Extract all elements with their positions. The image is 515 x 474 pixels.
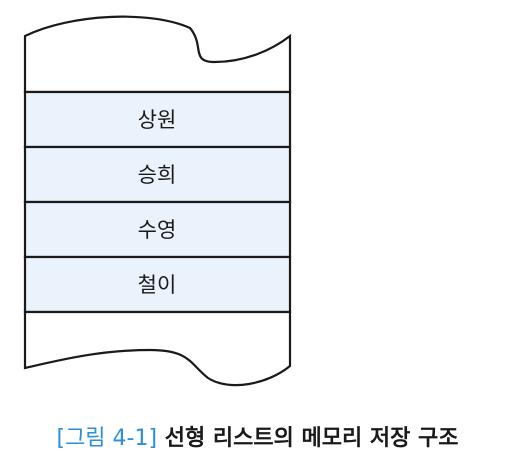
figure-number: [그림 4-1] [56, 426, 158, 451]
memory-top-torn-edge [23, 15, 292, 94]
figure-title: 선형 리스트의 메모리 저장 구조 [164, 426, 459, 451]
memory-cell-1-label: 상원 [138, 108, 177, 132]
memory-cell-1 [23, 90, 292, 149]
memory-cell-2-label: 승희 [138, 163, 177, 187]
memory-cell-4-label: 철이 [138, 273, 177, 297]
memory-cell-3-label: 수영 [138, 218, 177, 242]
memory-cell-2 [23, 145, 292, 204]
memory-bottom-torn-edge [23, 310, 292, 387]
figure-caption: [그림 4-1] 선형 리스트의 메모리 저장 구조 [0, 420, 515, 452]
memory-block-diagram: 상원 승희 수영 철이 [23, 15, 292, 387]
memory-cell-4 [23, 255, 292, 314]
